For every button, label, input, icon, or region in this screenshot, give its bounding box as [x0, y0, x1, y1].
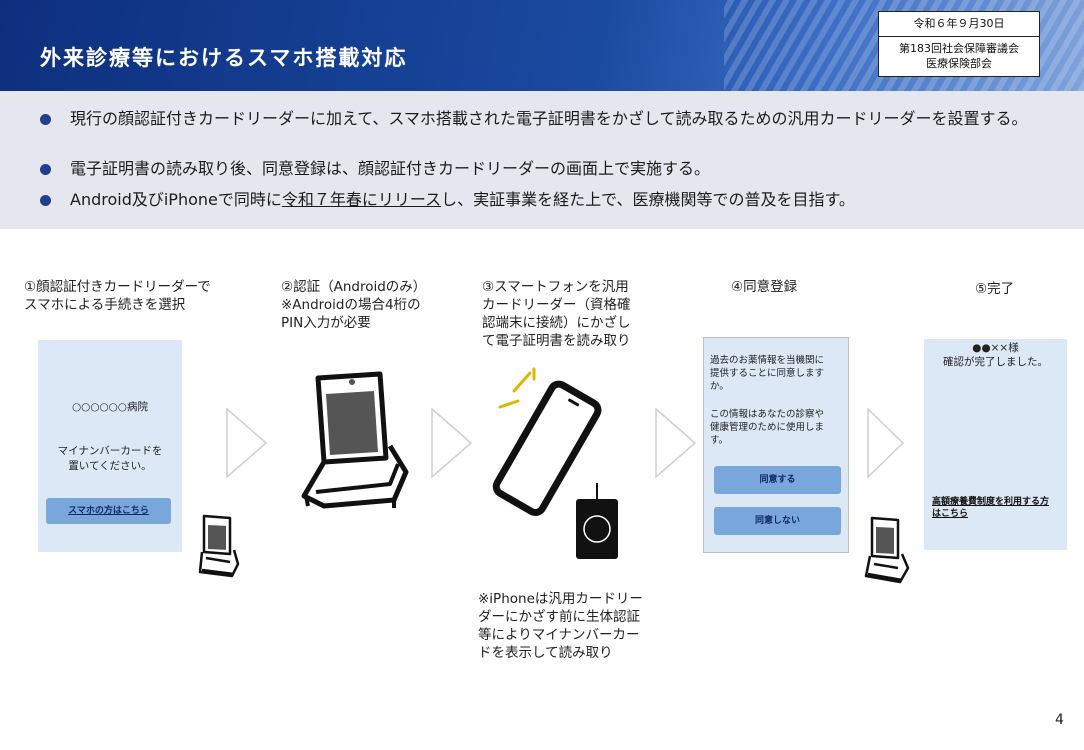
step-1-label: ①顔認証付きカードリーダーで スマホによる手続きを選択: [24, 279, 211, 313]
high-cost-medical-link[interactable]: 高額療養費制度を利用する方 はこちら: [932, 497, 1050, 519]
completion-message: 確認が完了しました。: [943, 356, 1048, 368]
flow-arrow-4: [867, 407, 905, 479]
consent-question: 過去のお薬情報を当機関に 提供することに同意します か。: [710, 355, 825, 392]
bullet-dot: [40, 114, 51, 125]
screen-select-method: ○○○○○○病院 マイナンバーカードを 置いてください。 スマホの方はこちら: [38, 340, 182, 552]
consent-purpose: この情報はあなたの診察や 健康管理のために使用しま す。: [710, 409, 825, 446]
iphone-note: ※iPhoneは汎用カードリー ダーにかざす前に生体認証 等によりマイナンバーカ…: [478, 591, 643, 661]
smartphone-option-button[interactable]: スマホの方はこちら: [46, 498, 171, 524]
step-3-label: ③スマートフォンを汎用 カードリーダー（資格確 認端末に接続）にかざし て電子証…: [482, 279, 631, 349]
face-auth-card-reader-icon: [301, 371, 409, 509]
card-reader-small-icon: [198, 514, 240, 578]
bullet-3-post: し、実証事業を経た上で、医療機関等での普及を目指す。: [441, 190, 855, 209]
card-instruction: マイナンバーカードを 置いてください。: [57, 445, 163, 472]
bullet-dot: [40, 164, 51, 175]
screen-complete: ●●××様 確認が完了しました。 高額療養費制度を利用する方 はこちら: [924, 339, 1067, 550]
meeting-line-2: 医療保険部会: [926, 57, 992, 70]
step-5-label: ⑤完了: [975, 281, 1015, 297]
bullet-3-text: Android及びiPhoneで同時に令和７年春にリリースし、実証事業を経た上で…: [70, 188, 1040, 211]
patient-name: ●●××様: [972, 342, 1019, 354]
flow-arrow-2: [431, 407, 473, 479]
page-number: 4: [1055, 712, 1064, 728]
step-2-label: ②認証（Androidのみ） ※Androidの場合4桁の PIN入力が必要: [281, 279, 427, 331]
meeting-name: 第183回社会保障審議会 医療保険部会: [879, 37, 1039, 71]
flow-arrow-1: [226, 407, 268, 479]
card-reader-small-icon-2: [864, 516, 910, 584]
meeting-info-box: 令和６年９月30日 第183回社会保障審議会 医療保険部会: [878, 11, 1040, 77]
page-title: 外来診療等におけるスマホ搭載対応: [40, 46, 408, 70]
meeting-line-1: 第183回社会保障審議会: [899, 42, 1019, 55]
bullet-3-pre: Android及びiPhoneで同時に: [70, 190, 282, 209]
bullet-1: 現行の顔認証付きカードリーダーに加えて、スマホ搭載された電子証明書をかざして読み…: [40, 107, 1040, 130]
bullet-2-text: 電子証明書の読み取り後、同意登録は、顔認証付きカードリーダーの画面上で実施する。: [70, 159, 711, 178]
bullet-2: 電子証明書の読み取り後、同意登録は、顔認証付きカードリーダーの画面上で実施する。: [40, 157, 1040, 180]
screen-consent: 過去のお薬情報を当機関に 提供することに同意します か。 この情報はあなたの診察…: [703, 337, 849, 553]
summary-bullets: 現行の顔認証付きカードリーダーに加えて、スマホ搭載された電子証明書をかざして読み…: [0, 91, 1084, 229]
flow-arrow-3: [655, 407, 697, 479]
bullet-1-text: 現行の顔認証付きカードリーダーに加えて、スマホ搭載された電子証明書をかざして読み…: [70, 109, 1028, 128]
agree-button[interactable]: 同意する: [714, 466, 841, 494]
smartphone-reading-icon: [492, 367, 618, 559]
hospital-name: ○○○○○○病院: [72, 401, 148, 413]
disagree-button[interactable]: 同意しない: [714, 507, 841, 535]
bullet-3: Android及びiPhoneで同時に令和７年春にリリースし、実証事業を経た上で…: [40, 188, 1040, 211]
meeting-date: 令和６年９月30日: [879, 12, 1039, 37]
step-4-label: ④同意登録: [731, 279, 798, 295]
bullet-3-release: 令和７年春にリリース: [281, 190, 442, 209]
bullet-dot: [40, 195, 51, 206]
